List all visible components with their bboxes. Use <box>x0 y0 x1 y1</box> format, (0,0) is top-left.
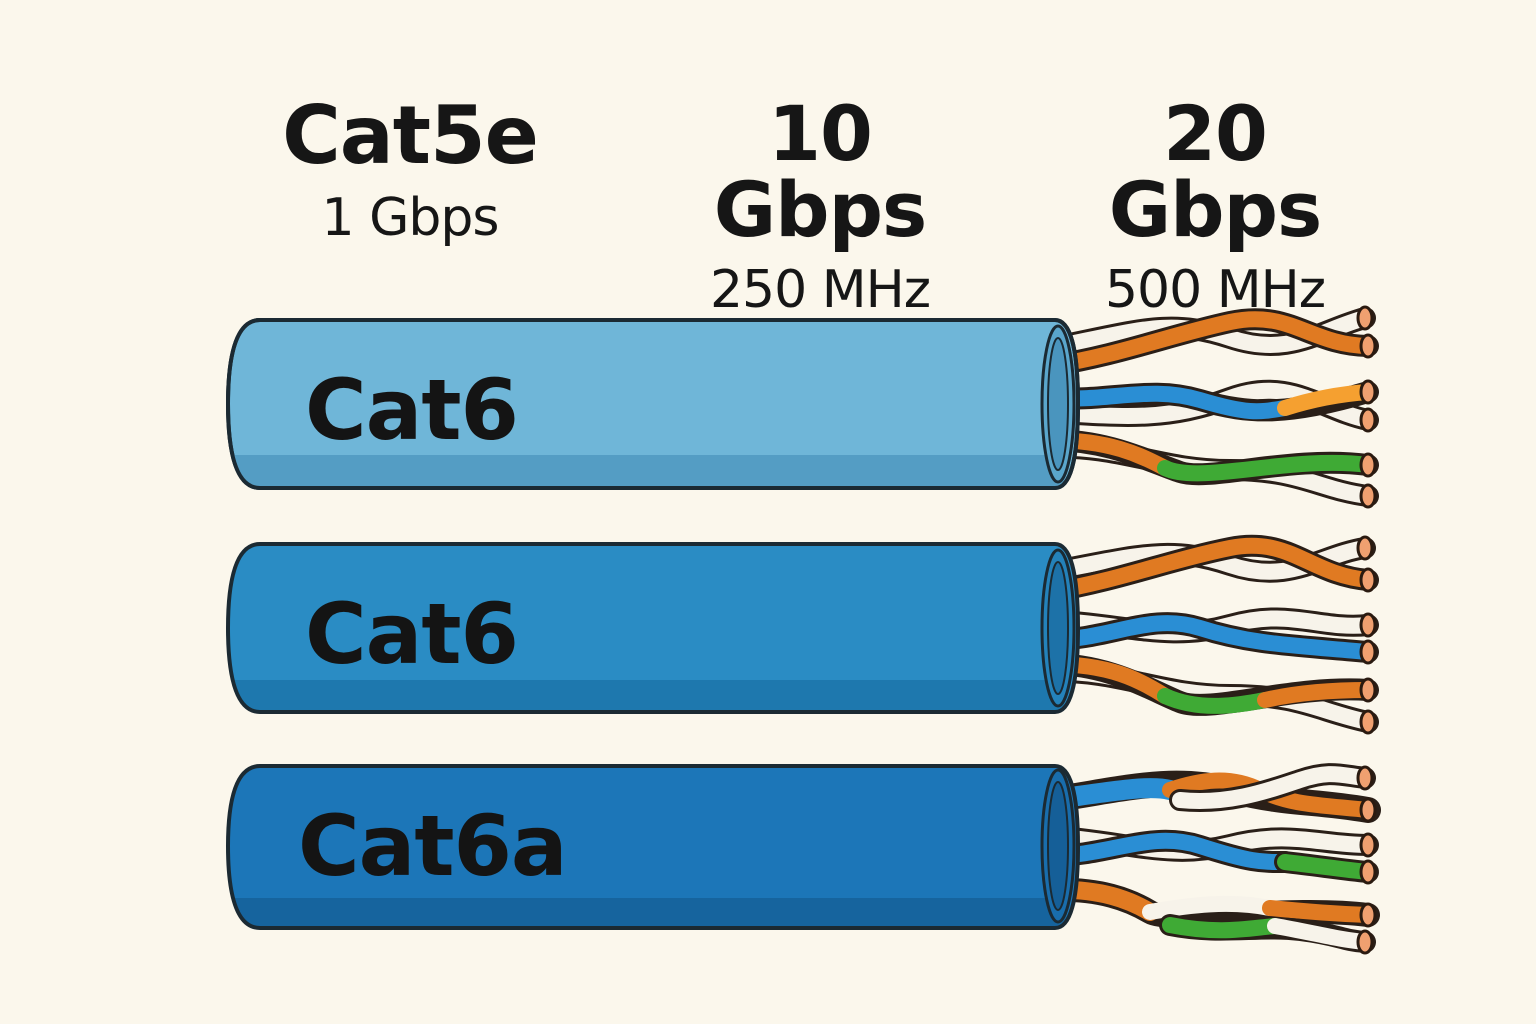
cable-cat6-light <box>225 305 1379 509</box>
column-title: Cat5e <box>282 89 539 182</box>
cable-label-2: Cat6 <box>305 585 519 683</box>
header-column-cat5e: Cat5e 1 Gbps <box>260 89 560 248</box>
twisted-pairs <box>1037 763 1381 953</box>
cable-cat6-medium <box>225 534 1379 735</box>
cable-label-3: Cat6a <box>298 797 568 895</box>
cable-cat6a-dark <box>225 763 1381 955</box>
twisted-pairs <box>1039 307 1379 507</box>
column-subtitle: 1 Gbps <box>321 188 499 248</box>
cable-label-1: Cat6 <box>305 361 519 459</box>
column-title: 20 Gbps <box>1108 89 1322 254</box>
column-title: 10 Gbps <box>713 89 927 254</box>
column-subtitle: 250 MHz <box>709 260 931 320</box>
header-column-10gbps: 10 Gbps 250 MHz <box>660 89 980 320</box>
twisted-pairs <box>1039 534 1379 733</box>
column-subtitle: 500 MHz <box>1104 260 1326 320</box>
header-column-20gbps: 20 Gbps 500 MHz <box>1055 89 1375 320</box>
